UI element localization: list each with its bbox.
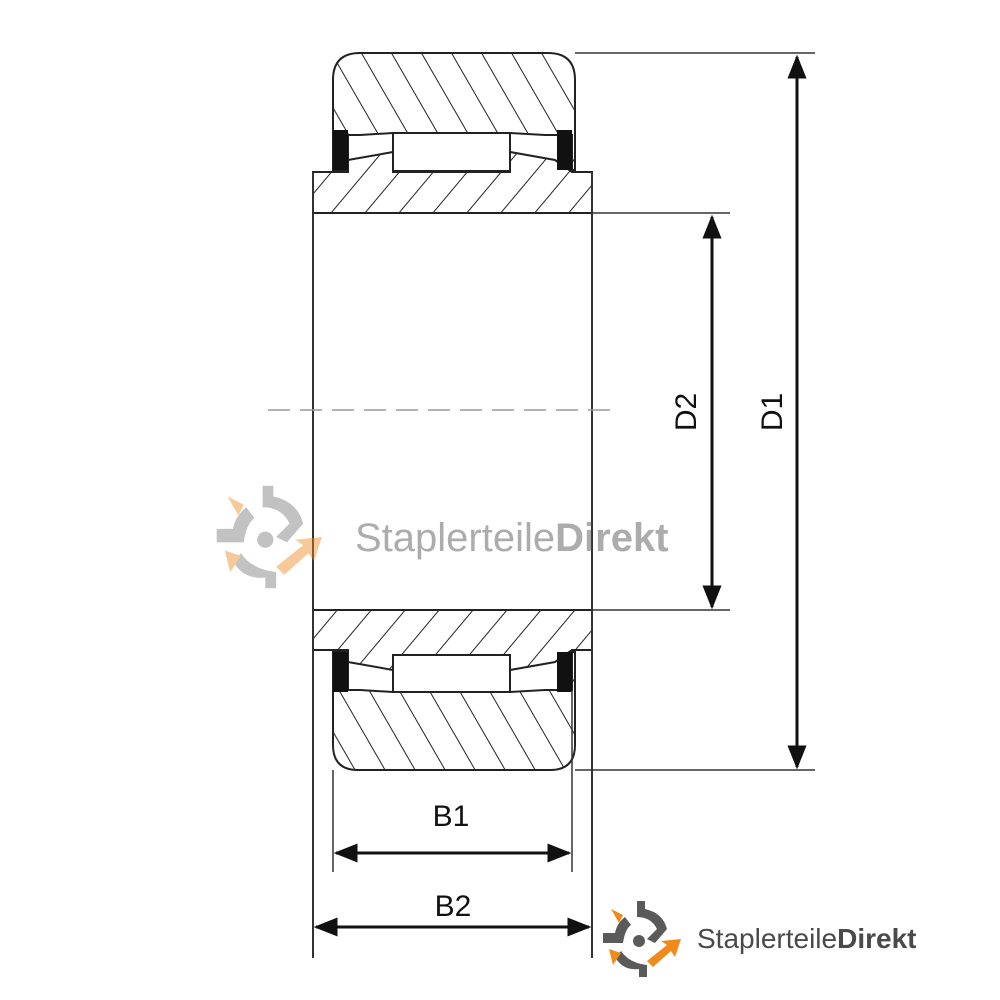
seal-top-left [333, 130, 348, 170]
roller-top [392, 132, 511, 172]
seal-bottom-right [557, 652, 572, 692]
watermark-gear-icon [216, 485, 322, 589]
seal-top-right [557, 130, 572, 170]
outer-ring-top [332, 52, 576, 171]
seal-bottom-left [333, 652, 348, 692]
label-b1: B1 [433, 800, 470, 833]
roller-bottom [392, 654, 511, 693]
label-b2: B2 [435, 890, 472, 923]
brand-text: StaplerteileDirekt [697, 923, 916, 954]
label-d1: D1 [756, 393, 789, 431]
watermark-text: StaplerteileDirekt [355, 516, 669, 560]
watermark-logo: StaplerteileDirekt [216, 485, 669, 589]
brand-logo: StaplerteileDirekt [603, 901, 916, 977]
outer-ring-bottom [332, 651, 576, 771]
label-d2: D2 [670, 393, 703, 431]
brand-gear-icon [603, 901, 681, 977]
